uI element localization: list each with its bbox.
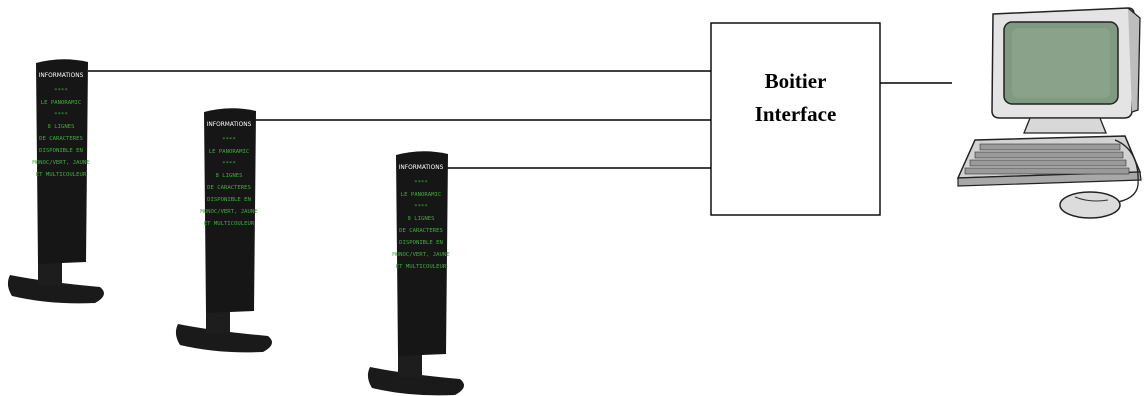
totem-line: 8 LIGNES [408, 216, 435, 222]
computer-icon [956, 7, 1142, 219]
totem-line: DE CARACTERES [39, 136, 83, 142]
totem-header: INFORMATIONS [207, 120, 252, 128]
totem-line: LE PANORAMIC [209, 149, 249, 155]
totem-line: **** [54, 112, 67, 118]
totem-line: DISPONIBLE EN [39, 148, 83, 154]
totem-panel [396, 151, 448, 356]
totem-line: MONOC/VERT, JAUNE [392, 252, 450, 258]
totem-line: ET MULTICOULEUR [36, 172, 87, 178]
totem-base [367, 367, 464, 396]
totem-line: MONOC/VERT, JAUNE [32, 160, 90, 166]
totem-base [175, 324, 272, 353]
totem-line: MONOC/VERT, JAUNE [200, 209, 258, 215]
monitor-side [1127, 7, 1141, 113]
totem-line: **** [54, 88, 67, 94]
totem-header: INFORMATIONS [39, 71, 84, 79]
totem-line: **** [222, 161, 235, 167]
interface-box-label-line2: Interface [755, 102, 837, 126]
totem-line: ET MULTICOULEUR [396, 264, 447, 270]
totem-base [7, 275, 105, 304]
totem-line: 8 LIGNES [216, 173, 243, 179]
totem-line: ET MULTICOULEUR [204, 221, 255, 227]
display-totem-2: INFORMATIONS **** LE PANORAMIC **** 8 LI… [175, 108, 272, 353]
mouse-cable [1111, 139, 1139, 204]
interface-box-label-line1: Boitier [765, 69, 827, 93]
keyboard-keys [964, 143, 1130, 175]
totem-panel [36, 59, 88, 264]
totem-line: DE CARACTERES [207, 185, 251, 191]
totem-line: **** [414, 180, 427, 186]
totem-line: DISPONIBLE EN [207, 197, 251, 203]
display-totem-1: INFORMATIONS **** LE PANORAMIC **** 8 LI… [7, 59, 105, 304]
totem-line: **** [414, 204, 427, 210]
totem-line: 8 LIGNES [48, 124, 75, 130]
totem-header: INFORMATIONS [399, 163, 444, 171]
totem-line: LE PANORAMIC [401, 192, 441, 198]
totem-line: **** [222, 137, 235, 143]
totem-line: DE CARACTERES [399, 228, 443, 234]
mouse-button-line [1074, 196, 1109, 202]
totem-line: DISPONIBLE EN [399, 240, 443, 246]
display-totem-3: INFORMATIONS **** LE PANORAMIC **** 8 LI… [367, 151, 464, 396]
totem-panel [204, 108, 256, 313]
mouse [1059, 191, 1121, 219]
monitor-stand [1023, 117, 1107, 134]
interface-box: Boitier Interface [710, 22, 881, 216]
monitor-screen-glare [1012, 28, 1110, 98]
totem-line: LE PANORAMIC [41, 100, 81, 106]
